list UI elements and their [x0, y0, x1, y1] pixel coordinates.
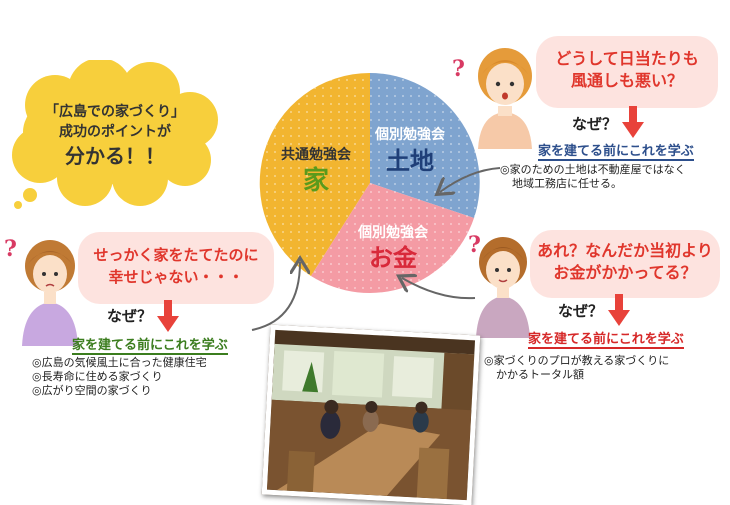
pie-label-common: 共通勉強会 家 — [268, 144, 364, 198]
note-mid-line-2: かかるトータル額 — [496, 368, 584, 381]
cloud-text: 「広島での家づくり」 成功のポイントが 分かる！！ — [20, 102, 210, 170]
learn-before-building-left: 家を建てる前にこれを学ぶ — [72, 334, 228, 355]
pie-label-land: 個別勉強会 土地 — [362, 124, 458, 178]
study-pie-chart — [259, 72, 480, 293]
note-mid: ◎家づくりのプロが教える家づくりに かかるトータル額 — [484, 354, 669, 382]
note-mid-line-1: ◎家づくりのプロが教える家づくりに — [484, 354, 670, 367]
pie-label-money-small: 個別勉強会 — [358, 225, 428, 241]
arrow-land — [440, 167, 501, 192]
learn-before-building-top: 家を建てる前にこれを学ぶ — [538, 140, 694, 161]
speech-bubble-cost: あれ？なんだか当初より お金がかかってる？ — [530, 230, 720, 298]
pie-label-money-big: お金 — [369, 244, 417, 272]
why-label-top: なぜ？ — [572, 115, 618, 133]
bubble-unhappy-line-1: せっかく家をたてたのに — [93, 246, 259, 264]
bubble-sunlight-line-2: 風通しも悪い？ — [570, 71, 683, 90]
pie-label-common-big: 家 — [302, 166, 329, 196]
pie-label-common-small: 共通勉強会 — [281, 147, 351, 163]
cloud-line-3: 分かる！！ — [65, 144, 165, 168]
speech-bubble-unhappy: せっかく家をたてたのに 幸せじゃない・・・ — [78, 232, 274, 304]
woman-worried-icon — [22, 240, 78, 346]
thought-cloud — [12, 60, 218, 209]
arrow-common — [251, 262, 300, 331]
pie-label-land-big: 土地 — [386, 147, 434, 175]
note-top-line-1: ◎家のための土地は不動産屋ではなく — [500, 163, 686, 176]
question-mark-icon: ? — [468, 232, 481, 258]
arrow-money — [402, 278, 476, 300]
bubble-unhappy-line-2: 幸せじゃない・・・ — [108, 268, 244, 286]
note-top: ◎家のための土地は不動産屋ではなく 地域工務店に任せる。 — [500, 163, 686, 191]
down-arrow-icon — [608, 294, 630, 326]
note-left: ◎広島の気候風土に合った健康住宅 ◎長寿命に住める家づくり ◎広がり空間の家づく… — [32, 356, 207, 398]
note-left-line-1: ◎広島の気候風土に合った健康住宅 — [32, 356, 207, 369]
cafe-photo — [261, 324, 481, 505]
note-top-line-2: 地域工務店に任せる。 — [512, 177, 622, 190]
woman-thinking-icon — [476, 237, 530, 338]
woman-thinking-icon — [478, 48, 532, 149]
learn-before-building-mid: 家を建てる前にこれを学ぶ — [528, 328, 684, 349]
why-label-left: なぜ？ — [107, 307, 153, 325]
cafe-photo-image — [266, 329, 476, 501]
down-arrow-icon — [622, 106, 644, 138]
cloud-line-2: 成功のポイントが — [59, 124, 171, 140]
why-label-mid: なぜ？ — [558, 302, 604, 320]
bubble-cost-line-1: あれ？なんだか当初より — [537, 241, 713, 260]
pie-label-money: 個別勉強会 お金 — [345, 222, 441, 274]
note-left-line-3: ◎広がり空間の家づくり — [32, 384, 152, 397]
question-mark-icon: ? — [4, 236, 17, 262]
speech-bubble-sunlight: どうして日当たりも 風通しも悪い？ — [536, 36, 718, 108]
question-mark-icon: ? — [452, 56, 465, 82]
down-arrow-icon — [157, 300, 179, 332]
cloud-line-1: 「広島での家づくり」 — [45, 104, 185, 120]
note-left-line-2: ◎長寿命に住める家づくり — [32, 370, 163, 383]
pie-label-land-small: 個別勉強会 — [375, 127, 445, 143]
bubble-cost-line-2: お金がかかってる？ — [553, 263, 697, 282]
bubble-sunlight-line-1: どうして日当たりも — [555, 49, 699, 68]
